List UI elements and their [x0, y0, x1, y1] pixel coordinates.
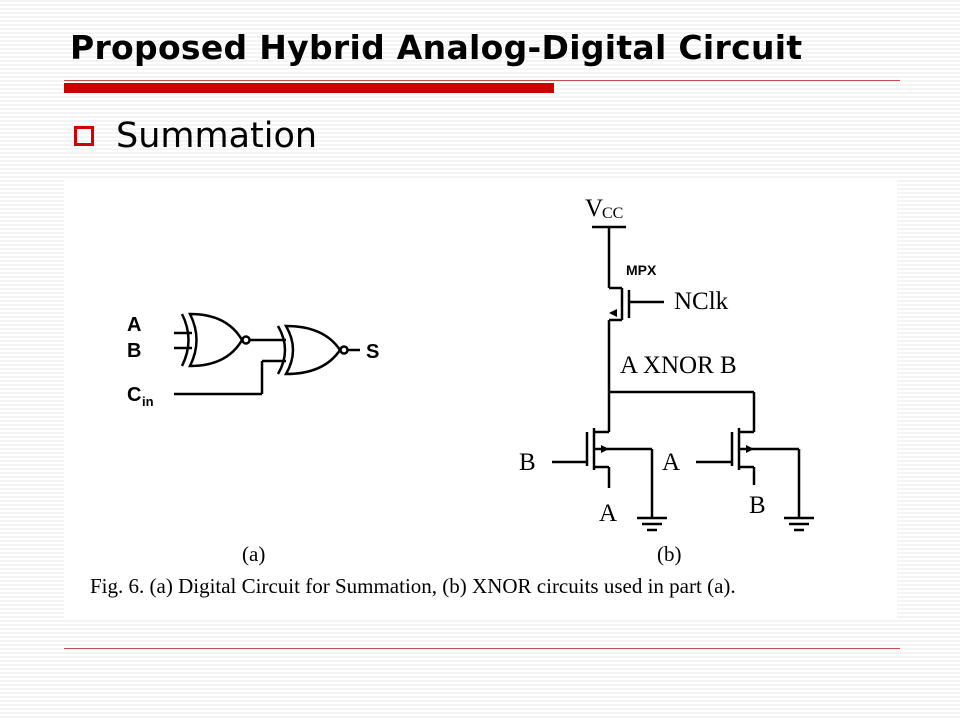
xor1-body: [187, 312, 244, 368]
xor1-bubble: [241, 335, 251, 345]
label-vcc: V: [585, 195, 603, 222]
figure-caption: Fig. 6. (a) Digital Circuit for Summatio…: [90, 574, 736, 598]
xor1-extra-arc: [180, 313, 190, 367]
xor2-body: [283, 324, 342, 376]
label-c: C: [127, 384, 141, 406]
label-cin-sub: in: [142, 394, 154, 409]
label-left-source: A: [599, 500, 617, 527]
label-left-gate: B: [519, 449, 536, 476]
label-mpx: MPX: [626, 262, 657, 278]
bullet-item: Summation: [74, 114, 317, 158]
bottom-rule: [64, 648, 900, 649]
xor-gate-circuit: [174, 312, 360, 396]
title-rule-thin: [64, 80, 900, 81]
label-vcc-sub: CC: [602, 205, 623, 222]
square-bullet-icon: [74, 126, 94, 146]
label-b: B: [127, 340, 141, 362]
xnor-transistor-circuit: [552, 225, 814, 532]
label-a: A: [127, 314, 141, 336]
title-rule-thick: [64, 83, 554, 93]
label-part-a: (a): [242, 542, 265, 566]
left-arrow-icon: [601, 445, 609, 453]
circuit-figure: A B C in S: [64, 180, 897, 618]
bullet-text: Summation: [116, 116, 318, 156]
xor2-extra-arc: [276, 325, 287, 375]
label-nclk: NClk: [674, 288, 729, 315]
label-xnor-node: A XNOR B: [620, 352, 737, 379]
transistor-arrows: [601, 309, 754, 453]
xor2-bubble: [339, 345, 349, 355]
label-right-gate: A: [662, 449, 680, 476]
right-arrow-icon: [746, 445, 754, 453]
label-part-b: (b): [657, 542, 682, 566]
slide-title: Proposed Hybrid Analog-Digital Circuit: [70, 28, 803, 67]
mpx-arrow-icon: [609, 309, 617, 317]
label-s: S: [366, 341, 379, 363]
circuit-diagram: A B C in S: [90, 195, 814, 598]
label-right-source: B: [749, 492, 766, 519]
